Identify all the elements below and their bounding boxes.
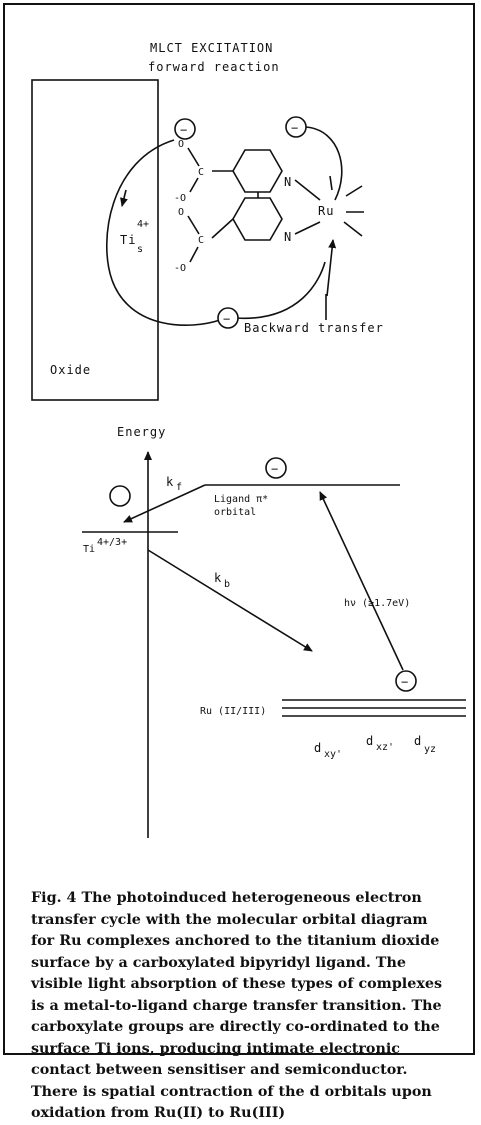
ligand-label-line1: Ligand π* — [214, 494, 268, 505]
forward-path — [305, 126, 343, 201]
ti-surface-label: Ti — [120, 233, 136, 247]
figure-caption: Fig. 4 The photoinduced heterogeneous el… — [31, 890, 443, 1121]
electron-ligand — [265, 457, 287, 479]
electron-top-right-sign: − — [291, 121, 299, 135]
ti-level-label: Ti — [83, 544, 95, 555]
backward-transfer-label: Backward transfer — [244, 321, 384, 335]
kb-sub: b — [224, 579, 230, 590]
figure-frame — [3, 3, 475, 1055]
kf-sub: f — [176, 482, 182, 493]
carboxyl-top-o: O — [178, 139, 184, 150]
ligand-label-line2: orbital — [214, 507, 256, 518]
n-label-top: N — [284, 175, 292, 189]
electron-backward-sign: − — [223, 312, 231, 326]
mlct-title: MLCT EXCITATION — [150, 41, 273, 55]
ru-level-label: Ru (II/III) — [200, 706, 266, 717]
kf-label: k — [166, 475, 174, 489]
oxide-label: Oxide — [50, 363, 91, 377]
pyridine-ring-top — [232, 149, 283, 193]
d-xy-label: d — [314, 741, 322, 755]
electron-ru — [395, 670, 417, 692]
arrow-to-ti — [120, 189, 128, 207]
electron-ru-sign: − — [401, 675, 409, 689]
hv-label: hν (≥1.7eV) — [344, 598, 410, 609]
carboxyl-top-co — [187, 147, 200, 167]
carboxyl-bottom-ominus: -O — [174, 263, 186, 274]
ru-ligand-4 — [329, 175, 333, 191]
ti-level-sup: 4+/3+ — [97, 537, 127, 548]
oxide-box — [31, 79, 159, 401]
electron-backward — [217, 307, 239, 329]
electron-top-left-sign: − — [180, 123, 188, 137]
electron-transfer-diagram: MLCT EXCITATION forward reaction Oxide T… — [31, 41, 466, 838]
carboxyl-bottom-o: O — [178, 207, 184, 218]
carboxyl-bottom-c: C — [198, 235, 204, 246]
carboxyl-top-ominus: -O — [174, 193, 186, 204]
n-ru-bond-top — [294, 179, 321, 201]
n-ru-bond-bottom — [294, 221, 321, 235]
n-label-bottom: N — [284, 230, 292, 244]
hv-arrow — [319, 491, 404, 671]
carboxyl-bottom-co — [187, 215, 200, 235]
forward-reaction-label: forward reaction — [148, 60, 280, 74]
ru-ligand-1 — [345, 185, 363, 197]
d-xy-sub: xy' — [324, 749, 342, 760]
kb-label: k — [214, 571, 222, 585]
d-xz-label: d — [366, 734, 374, 748]
carboxyl-top-c: C — [198, 167, 204, 178]
electron-ligand-sign: − — [271, 462, 279, 476]
carboxyl-top-co-minus — [189, 177, 199, 193]
ti-surface-sup: 4+ — [137, 219, 149, 230]
ru-label: Ru — [318, 204, 334, 218]
loop-bottom-path — [235, 261, 326, 319]
kf-arrow — [123, 484, 206, 523]
energy-axis-label: Energy — [117, 425, 166, 439]
pyridine-ring-bottom — [232, 197, 283, 241]
electron-top-left — [174, 118, 196, 140]
ru-ligand-3 — [343, 221, 363, 237]
carboxyl-bottom-bond — [211, 218, 234, 239]
d-yz-sub: yz — [424, 744, 436, 755]
loop-left-path — [106, 139, 221, 327]
carboxyl-bottom-co-minus — [189, 246, 199, 263]
d-xz-sub: xz' — [376, 742, 394, 753]
arrow-to-ru — [326, 239, 337, 297]
kb-arrow — [147, 549, 313, 652]
d-yz-label: d — [414, 734, 422, 748]
electron-ti — [109, 485, 131, 507]
ti-surface-sub: s — [137, 244, 143, 255]
